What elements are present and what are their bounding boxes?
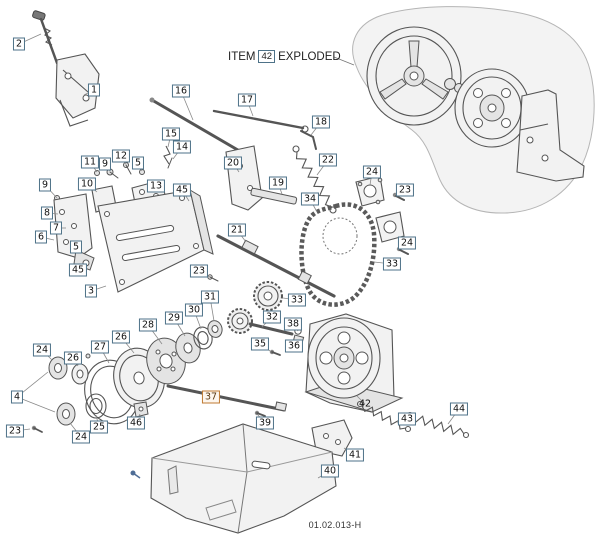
callout-4[interactable]: 4 bbox=[10, 390, 24, 404]
callout-9a[interactable]: 9 bbox=[98, 157, 112, 171]
callout-45b[interactable]: 45 bbox=[68, 263, 88, 277]
exploded-bracket-illustration bbox=[516, 89, 585, 182]
callout-38[interactable]: 38 bbox=[283, 317, 303, 331]
callout-35[interactable]: 35 bbox=[250, 337, 270, 351]
callout-12[interactable]: 12 bbox=[111, 149, 131, 163]
exploded-wheel-illustration bbox=[366, 26, 462, 126]
callout-33a[interactable]: 33 bbox=[382, 257, 402, 271]
callout-28[interactable]: 28 bbox=[138, 318, 158, 332]
callout-23a[interactable]: 23 bbox=[395, 183, 415, 197]
callout-37[interactable]: 37 bbox=[201, 390, 221, 404]
callout-36[interactable]: 36 bbox=[284, 339, 304, 353]
callout-17[interactable]: 17 bbox=[237, 93, 257, 107]
callout-15[interactable]: 15 bbox=[161, 127, 181, 141]
callout-6[interactable]: 6 bbox=[34, 230, 48, 244]
callout-13[interactable]: 13 bbox=[146, 179, 166, 193]
callout-5b[interactable]: 5 bbox=[69, 240, 83, 254]
callout-1[interactable]: 1 bbox=[87, 83, 101, 97]
callout-5a[interactable]: 5 bbox=[131, 156, 145, 170]
exploded-pulley-illustration bbox=[454, 68, 530, 148]
detail-bubble bbox=[333, 6, 595, 214]
callout-22[interactable]: 22 bbox=[318, 153, 338, 167]
friction-disc-stack bbox=[84, 320, 223, 425]
callout-24c[interactable]: 24 bbox=[32, 343, 52, 357]
callout-34[interactable]: 34 bbox=[300, 192, 320, 206]
callout-11[interactable]: 11 bbox=[80, 155, 100, 169]
callout-39[interactable]: 39 bbox=[255, 416, 275, 430]
figure-code: 01.02.013-H bbox=[308, 520, 362, 530]
callout-3[interactable]: 3 bbox=[84, 284, 98, 298]
callout-32[interactable]: 32 bbox=[262, 310, 282, 324]
bracket-46 bbox=[133, 401, 149, 418]
sprocket-small bbox=[253, 281, 283, 311]
tension-spring-22 bbox=[292, 145, 337, 214]
clutch-rod-37 bbox=[166, 384, 288, 417]
callout-29[interactable]: 29 bbox=[164, 311, 184, 325]
callout-27[interactable]: 27 bbox=[90, 340, 110, 354]
callout-2[interactable]: 2 bbox=[12, 37, 26, 51]
callout-9b[interactable]: 9 bbox=[38, 178, 52, 192]
callout-20[interactable]: 20 bbox=[223, 156, 243, 170]
lever-assembly bbox=[32, 10, 100, 127]
callout-31[interactable]: 31 bbox=[200, 290, 220, 304]
wheel-assembly-42 bbox=[304, 313, 404, 413]
callout-25[interactable]: 25 bbox=[89, 420, 109, 434]
exploded-note: ITEM 42 EXPLODED bbox=[228, 50, 341, 63]
callout-21[interactable]: 21 bbox=[227, 223, 247, 237]
callout-26b[interactable]: 26 bbox=[63, 351, 83, 365]
frame-plate bbox=[97, 188, 214, 293]
callout-19[interactable]: 19 bbox=[268, 176, 288, 190]
callout-41[interactable]: 41 bbox=[345, 448, 365, 462]
control-rods bbox=[149, 97, 317, 155]
callout-45a[interactable]: 45 bbox=[172, 183, 192, 197]
note-prefix: ITEM bbox=[228, 50, 256, 63]
callout-23c[interactable]: 23 bbox=[5, 424, 25, 438]
note-suffix: EXPLODED bbox=[278, 50, 341, 63]
callout-7[interactable]: 7 bbox=[49, 221, 63, 235]
callout-8[interactable]: 8 bbox=[40, 206, 54, 220]
callout-42u[interactable]: 42 bbox=[358, 398, 372, 410]
callout-44[interactable]: 44 bbox=[449, 402, 469, 416]
callout-26a[interactable]: 26 bbox=[111, 330, 131, 344]
belly-pan-40 bbox=[130, 423, 337, 534]
callout-24a[interactable]: 24 bbox=[362, 165, 382, 179]
callout-23b[interactable]: 23 bbox=[189, 264, 209, 278]
callout-18[interactable]: 18 bbox=[311, 115, 331, 129]
callout-46[interactable]: 46 bbox=[126, 416, 146, 430]
callout-40[interactable]: 40 bbox=[320, 464, 340, 478]
callout-24b[interactable]: 24 bbox=[397, 236, 417, 250]
callout-33b[interactable]: 33 bbox=[287, 293, 307, 307]
callout-30[interactable]: 30 bbox=[184, 303, 204, 317]
callout-43[interactable]: 43 bbox=[397, 412, 417, 426]
callout-24d[interactable]: 24 bbox=[71, 430, 91, 444]
drive-chain bbox=[299, 202, 377, 307]
callout-10[interactable]: 10 bbox=[77, 177, 97, 191]
note-item-number[interactable]: 42 bbox=[258, 50, 276, 63]
callout-14[interactable]: 14 bbox=[172, 140, 192, 154]
callout-16[interactable]: 16 bbox=[171, 84, 191, 98]
